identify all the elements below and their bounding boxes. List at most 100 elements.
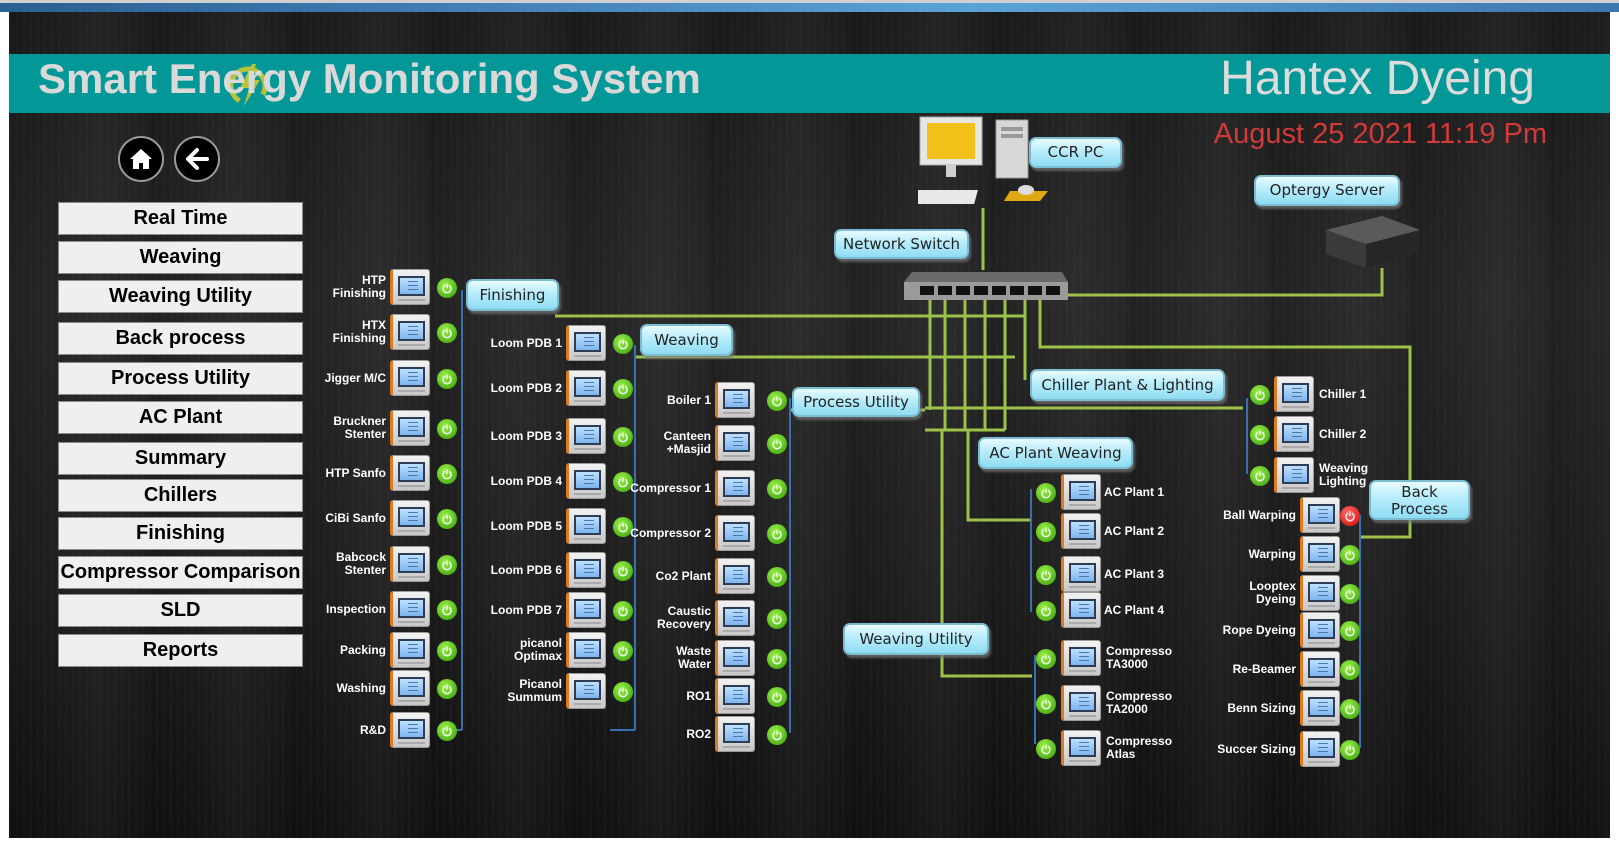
energy-meter-icon[interactable] [566, 370, 606, 406]
energy-meter-icon[interactable] [390, 314, 430, 350]
group-label-finishing[interactable]: Finishing [466, 279, 559, 311]
energy-meter-icon[interactable] [715, 716, 755, 752]
energy-meter-icon[interactable] [566, 508, 606, 544]
energy-meter-icon[interactable] [715, 640, 755, 676]
energy-meter-icon[interactable] [566, 418, 606, 454]
power-on-status-icon[interactable] [613, 427, 633, 447]
power-on-status-icon[interactable] [1036, 739, 1056, 759]
energy-meter-icon[interactable] [390, 632, 430, 668]
power-on-status-icon[interactable] [767, 434, 787, 454]
energy-meter-icon[interactable] [1061, 513, 1101, 549]
power-on-status-icon[interactable] [1340, 699, 1360, 719]
energy-meter-icon[interactable] [390, 712, 430, 748]
power-on-status-icon[interactable] [767, 391, 787, 411]
group-label-ac-plant-weaving[interactable]: AC Plant Weaving [978, 437, 1133, 469]
power-on-status-icon[interactable] [437, 721, 457, 741]
energy-meter-icon[interactable] [1061, 556, 1101, 592]
group-label-chiller-plant[interactable]: Chiller Plant & Lighting [1030, 369, 1225, 401]
nav-item-real-time[interactable]: Real Time [58, 202, 303, 235]
power-on-status-icon[interactable] [1250, 385, 1270, 405]
power-on-status-icon[interactable] [437, 278, 457, 298]
energy-meter-icon[interactable] [390, 500, 430, 536]
power-on-status-icon[interactable] [437, 600, 457, 620]
energy-meter-icon[interactable] [1274, 457, 1314, 493]
energy-meter-icon[interactable] [1300, 731, 1340, 767]
power-on-status-icon[interactable] [613, 641, 633, 661]
label-network-switch[interactable]: Network Switch [834, 229, 969, 259]
energy-meter-icon[interactable] [1300, 575, 1340, 611]
energy-meter-icon[interactable] [1300, 536, 1340, 572]
power-on-status-icon[interactable] [613, 379, 633, 399]
label-ccr-pc[interactable]: CCR PC [1029, 137, 1122, 168]
energy-meter-icon[interactable] [1300, 497, 1340, 533]
power-on-status-icon[interactable] [1340, 584, 1360, 604]
power-on-status-icon[interactable] [1036, 649, 1056, 669]
back-button[interactable] [174, 136, 220, 182]
power-on-status-icon[interactable] [767, 687, 787, 707]
power-on-status-icon[interactable] [1036, 483, 1056, 503]
energy-meter-icon[interactable] [1300, 612, 1340, 648]
energy-meter-icon[interactable] [566, 673, 606, 709]
group-label-process-utility[interactable]: Process Utility [792, 387, 920, 417]
group-label-back-process[interactable]: Back Process [1369, 480, 1470, 520]
power-on-status-icon[interactable] [767, 609, 787, 629]
energy-meter-icon[interactable] [390, 360, 430, 396]
energy-meter-icon[interactable] [390, 410, 430, 446]
power-on-status-icon[interactable] [437, 369, 457, 389]
power-on-status-icon[interactable] [437, 641, 457, 661]
energy-meter-icon[interactable] [566, 552, 606, 588]
power-on-status-icon[interactable] [613, 334, 633, 354]
label-optergy-server[interactable]: Optergy Server [1254, 175, 1400, 206]
energy-meter-icon[interactable] [390, 269, 430, 305]
power-on-status-icon[interactable] [767, 649, 787, 669]
energy-meter-icon[interactable] [1300, 690, 1340, 726]
nav-item-sld[interactable]: SLD [58, 594, 303, 627]
power-on-status-icon[interactable] [1250, 425, 1270, 445]
energy-meter-icon[interactable] [390, 546, 430, 582]
energy-meter-icon[interactable] [1274, 416, 1314, 452]
power-on-status-icon[interactable] [1250, 466, 1270, 486]
power-on-status-icon[interactable] [767, 479, 787, 499]
energy-meter-icon[interactable] [390, 591, 430, 627]
nav-item-summary[interactable]: Summary [58, 442, 303, 475]
energy-meter-icon[interactable] [566, 325, 606, 361]
power-on-status-icon[interactable] [1036, 694, 1056, 714]
power-on-status-icon[interactable] [437, 555, 457, 575]
energy-meter-icon[interactable] [1061, 640, 1101, 676]
power-on-status-icon[interactable] [1036, 522, 1056, 542]
energy-meter-icon[interactable] [1300, 651, 1340, 687]
nav-item-finishing[interactable]: Finishing [58, 517, 303, 550]
power-on-status-icon[interactable] [1036, 601, 1056, 621]
power-on-status-icon[interactable] [613, 682, 633, 702]
power-on-status-icon[interactable] [1036, 565, 1056, 585]
nav-item-weaving[interactable]: Weaving [58, 241, 303, 274]
nav-item-process-utility[interactable]: Process Utility [58, 362, 303, 395]
energy-meter-icon[interactable] [715, 600, 755, 636]
energy-meter-icon[interactable] [566, 632, 606, 668]
power-on-status-icon[interactable] [767, 567, 787, 587]
power-on-status-icon[interactable] [1340, 621, 1360, 641]
energy-meter-icon[interactable] [715, 382, 755, 418]
power-on-status-icon[interactable] [613, 601, 633, 621]
power-on-status-icon[interactable] [1340, 660, 1360, 680]
power-on-status-icon[interactable] [613, 517, 633, 537]
power-on-status-icon[interactable] [437, 419, 457, 439]
power-on-status-icon[interactable] [613, 472, 633, 492]
energy-meter-icon[interactable] [715, 425, 755, 461]
nav-item-back-process[interactable]: Back process [58, 322, 303, 355]
nav-item-compressor-comparison[interactable]: Compressor Comparison [58, 556, 303, 589]
group-label-weaving[interactable]: Weaving [640, 324, 733, 356]
energy-meter-icon[interactable] [1061, 730, 1101, 766]
power-on-status-icon[interactable] [437, 464, 457, 484]
power-on-status-icon[interactable] [613, 561, 633, 581]
group-label-weaving-utility[interactable]: Weaving Utility [843, 623, 989, 655]
power-off-status-icon[interactable] [1340, 506, 1360, 526]
energy-meter-icon[interactable] [390, 670, 430, 706]
nav-item-reports[interactable]: Reports [58, 634, 303, 667]
nav-item-weaving-utility[interactable]: Weaving Utility [58, 280, 303, 313]
nav-item-ac-plant[interactable]: AC Plant [58, 401, 303, 434]
energy-meter-icon[interactable] [566, 592, 606, 628]
energy-meter-icon[interactable] [1061, 685, 1101, 721]
power-on-status-icon[interactable] [437, 323, 457, 343]
energy-meter-icon[interactable] [390, 455, 430, 491]
